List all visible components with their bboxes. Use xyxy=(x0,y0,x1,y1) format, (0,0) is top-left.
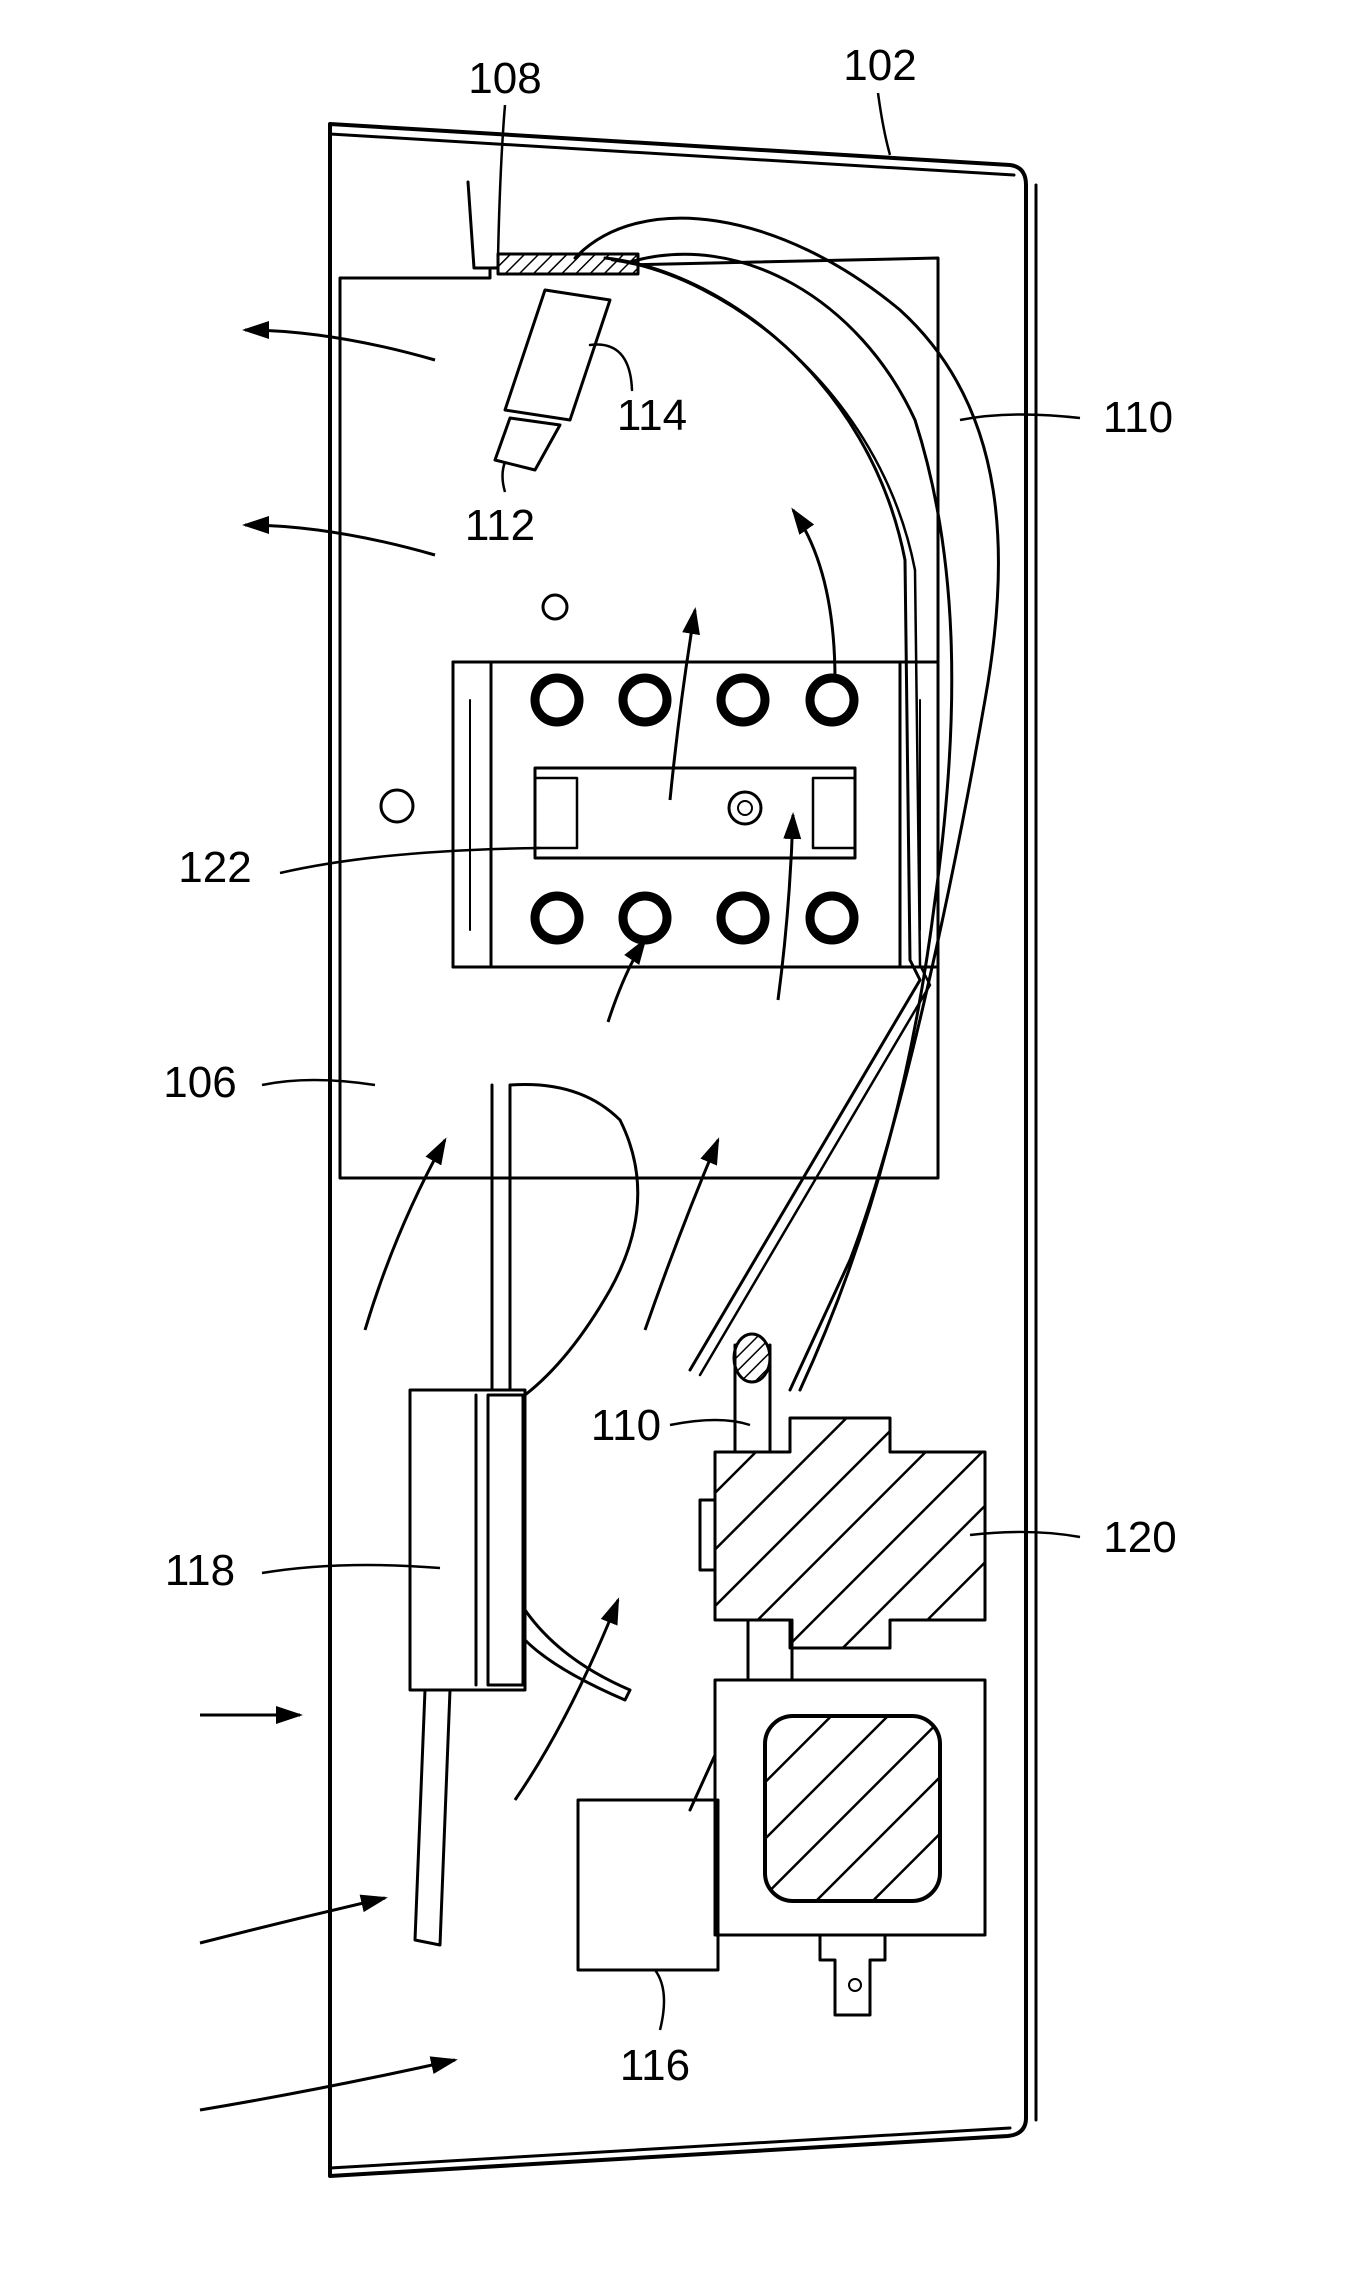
transformer-box xyxy=(578,1800,718,1970)
mounting-hole-2 xyxy=(381,790,413,822)
leader-118 xyxy=(262,1565,440,1573)
burner-center-plate xyxy=(535,768,855,858)
burner-center-tab-left xyxy=(535,778,577,848)
arrow-burner-4 xyxy=(608,940,645,1022)
label-106: 106 xyxy=(163,1058,236,1107)
leader-122 xyxy=(280,848,540,873)
gas-inlet-pin xyxy=(734,1334,770,1382)
label-116: 116 xyxy=(620,2041,690,2090)
label-114: 114 xyxy=(617,391,687,440)
arrow-left-up xyxy=(365,1140,445,1330)
burner-center-port-inner xyxy=(738,801,752,815)
housing-edge-bottom xyxy=(330,2128,1010,2168)
leader-102 xyxy=(878,93,890,155)
burner-ports-bottom xyxy=(535,896,854,940)
arrow-fan-up xyxy=(515,1600,618,1800)
burner-flange-left xyxy=(453,662,491,967)
label-108: 108 xyxy=(468,54,541,103)
label-102: 102 xyxy=(843,41,916,90)
housing-edge-top xyxy=(330,134,1014,175)
valve-pipe xyxy=(748,1620,792,1680)
arrow-burner-2 xyxy=(793,510,835,680)
label-110-mid: 110 xyxy=(591,1401,661,1450)
connector-hole xyxy=(849,1979,861,1991)
label-112: 112 xyxy=(465,501,535,550)
leader-116 xyxy=(655,1970,664,2030)
arrow-intake-3 xyxy=(200,2060,455,2110)
fan-blade-panel xyxy=(488,1395,523,1685)
arrow-burner-1 xyxy=(670,610,695,800)
mounting-hole-1 xyxy=(543,595,567,619)
arrow-intake-2 xyxy=(200,1898,385,1943)
gas-valve-side-tab xyxy=(700,1500,715,1570)
arrow-right-up xyxy=(645,1140,718,1330)
igniter-body xyxy=(505,290,610,420)
burner-ports-top xyxy=(535,678,854,722)
igniter-mount-hatched xyxy=(498,254,638,274)
transformer-core xyxy=(765,1716,940,1901)
fan-housing xyxy=(410,1390,525,1690)
label-118: 118 xyxy=(165,1546,235,1595)
leader-112 xyxy=(503,462,506,492)
label-122: 122 xyxy=(178,843,251,892)
label-120: 120 xyxy=(1103,1513,1176,1562)
fan-shroud xyxy=(492,1084,638,1395)
leader-110-mid xyxy=(670,1420,750,1425)
leader-108 xyxy=(498,105,505,258)
burner-center-port xyxy=(729,792,761,824)
igniter-leader xyxy=(590,345,632,390)
arrow-burner-3 xyxy=(778,815,793,1000)
burner-center-tab-right xyxy=(813,778,855,848)
leader-106 xyxy=(262,1080,375,1085)
leader-110-top xyxy=(960,414,1080,420)
label-110-top: 110 xyxy=(1103,393,1173,442)
airflow-arrows xyxy=(200,330,835,2110)
gas-valve-body xyxy=(715,1418,985,1648)
fan-cord xyxy=(415,1690,450,1945)
burner-block xyxy=(453,662,938,967)
fan-duct xyxy=(525,1610,630,1700)
